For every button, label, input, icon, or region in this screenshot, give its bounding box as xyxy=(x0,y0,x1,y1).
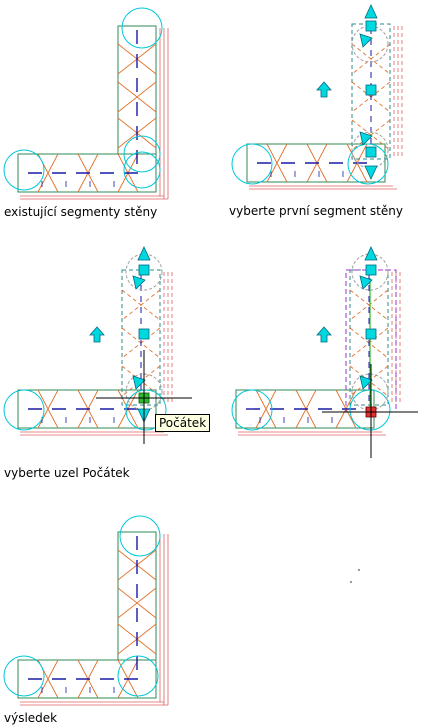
cleanup-circle xyxy=(3,389,45,431)
grip-triangle-up[interactable] xyxy=(137,246,151,261)
grip-triangle-up[interactable] xyxy=(364,4,378,19)
cleanup-circle xyxy=(125,253,163,291)
stray-dot xyxy=(358,569,360,571)
origin-tooltip: Počátek xyxy=(155,414,211,432)
cleanup-circle xyxy=(117,655,159,697)
grip-square[interactable] xyxy=(138,328,150,340)
cleanup-circle xyxy=(125,389,167,431)
offset-arrow-icon[interactable] xyxy=(89,326,105,343)
cleanup-circle xyxy=(347,143,389,185)
caption-result: výsledek xyxy=(4,711,58,725)
cleanup-circle xyxy=(3,655,45,697)
cleanup-circle xyxy=(349,389,391,431)
grip-flip-triangle[interactable] xyxy=(132,375,146,390)
offset-arrow-icon[interactable] xyxy=(316,81,332,98)
grip-square[interactable] xyxy=(365,84,377,96)
cleanup-circle xyxy=(123,135,161,173)
grip-triangle-up[interactable] xyxy=(364,246,378,261)
cleanup-circle xyxy=(231,143,273,185)
grip-square[interactable] xyxy=(365,146,377,158)
panel-cleanup-preview xyxy=(231,246,418,458)
caption-select-origin-node: vyberte uzel Počátek xyxy=(4,466,130,480)
panel-select-first-segment xyxy=(231,4,403,190)
offset-arrow-icon[interactable] xyxy=(316,326,332,343)
grip-flip-triangle[interactable] xyxy=(359,33,373,48)
panel-result xyxy=(3,515,360,706)
cleanup-circle xyxy=(123,151,161,189)
cleanup-circle xyxy=(119,515,161,557)
grip-square[interactable] xyxy=(365,264,377,276)
cleanup-circle xyxy=(3,149,45,191)
cleanup-circle xyxy=(231,389,273,431)
cleanup-circle xyxy=(125,373,163,411)
stray-dot xyxy=(350,581,352,583)
cleanup-circle xyxy=(121,7,163,49)
grip-square[interactable] xyxy=(365,328,377,340)
panel-existing-segments xyxy=(3,7,169,200)
grip-triangle-down[interactable] xyxy=(364,165,378,180)
caption-select-first-segment: vyberte první segment stěny xyxy=(229,204,403,218)
grip-square[interactable] xyxy=(365,20,377,32)
cleanup-circle xyxy=(351,373,389,411)
panel-select-origin-node xyxy=(3,246,192,444)
caption-existing-segments: existující segmenty stěny xyxy=(4,205,158,219)
cleanup-circle xyxy=(351,131,389,169)
cleanup-circle xyxy=(351,253,389,291)
cleanup-circle xyxy=(351,25,389,63)
grip-square[interactable] xyxy=(138,264,150,276)
